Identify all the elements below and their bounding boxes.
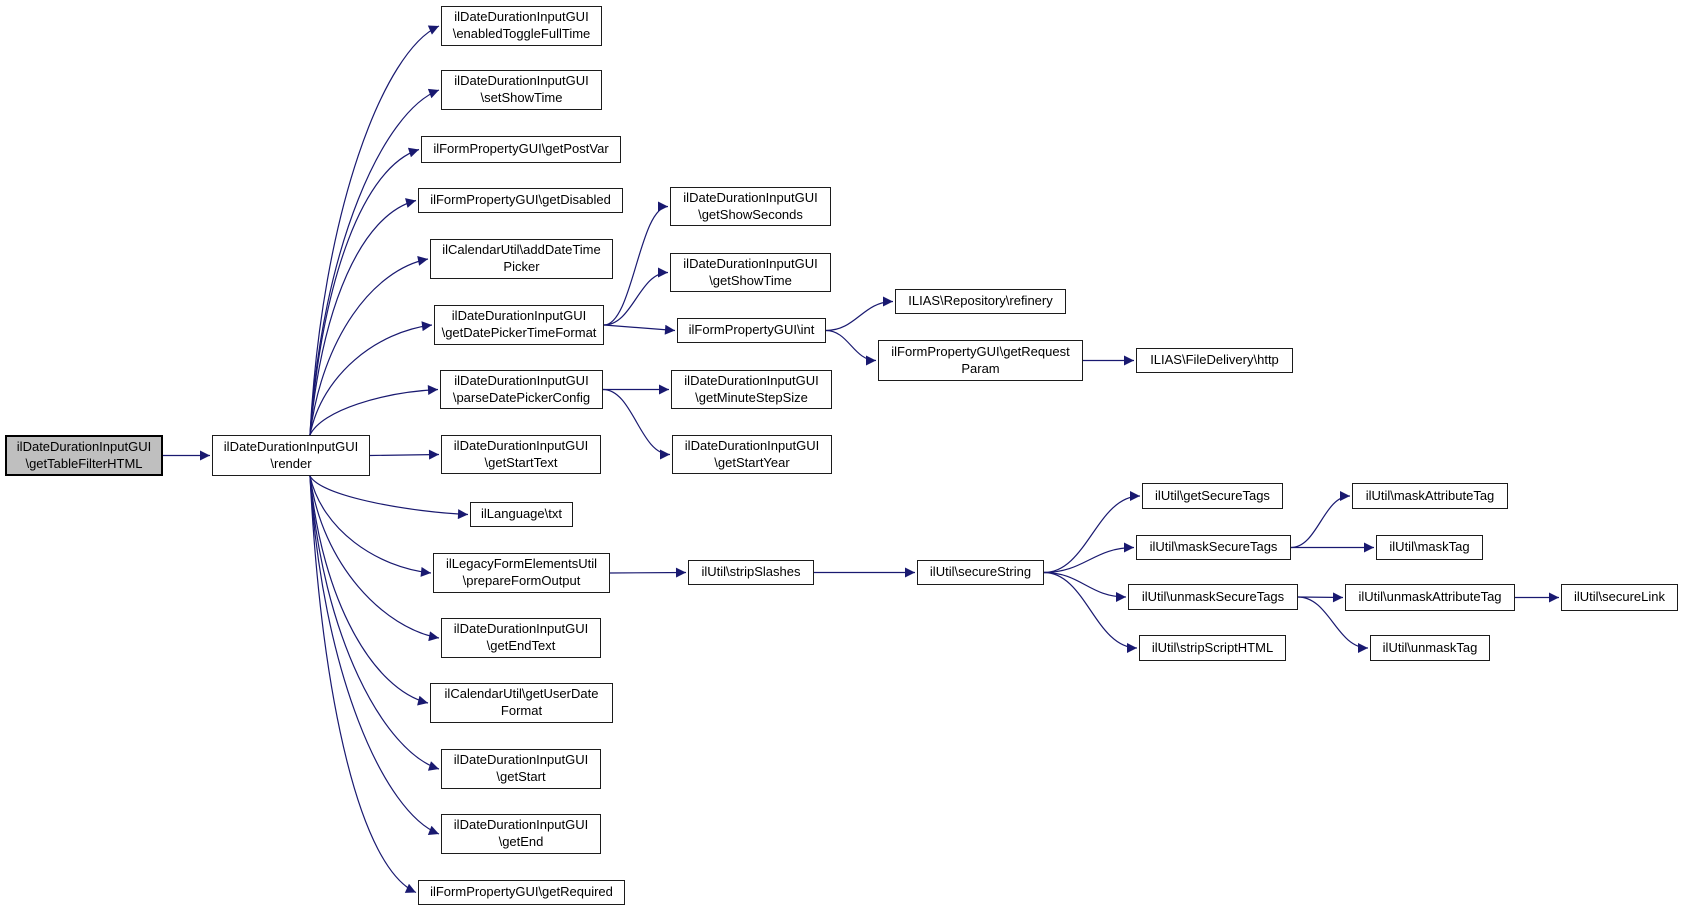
graph-node-getRequired[interactable]: ilFormPropertyGUI\getRequired xyxy=(418,880,625,905)
edge-render-to-getDisabled xyxy=(309,198,417,436)
edge-parseDatePickerConfig-to-getStartYear xyxy=(602,388,671,460)
graph-node-getSecureTags[interactable]: ilUtil\getSecureTags xyxy=(1142,483,1283,509)
edge-secureString-to-stripScriptHTML xyxy=(1043,571,1138,653)
graph-node-getTableFilterHTML: ilDateDurationInputGUI \getTableFilterHT… xyxy=(5,435,163,476)
edge-render-to-prepareFormOutput xyxy=(309,475,432,577)
graph-node-getUserDateFormat[interactable]: ilCalendarUtil\getUserDate Format xyxy=(430,683,613,723)
graph-node-getMinuteStepSize[interactable]: ilDateDurationInputGUI \getMinuteStepSiz… xyxy=(671,370,832,409)
edge-render-to-getEndText xyxy=(309,475,440,642)
graph-node-unmaskSecureTags[interactable]: ilUtil\unmaskSecureTags xyxy=(1128,584,1298,610)
graph-node-getStart[interactable]: ilDateDurationInputGUI \getStart xyxy=(441,749,601,789)
graph-node-getDisabled[interactable]: ilFormPropertyGUI\getDisabled xyxy=(418,188,623,213)
edge-render-to-getRequired xyxy=(309,475,417,894)
graph-node-unmaskTag[interactable]: ilUtil\unmaskTag xyxy=(1370,635,1490,661)
graph-node-getDatePickerTimeFormat[interactable]: ilDateDurationInputGUI \getDatePickerTim… xyxy=(434,305,604,345)
edge-render-to-parseDatePickerConfig xyxy=(309,385,439,436)
edge-render-to-enabledToggleFullTime xyxy=(309,25,440,436)
edge-getDatePickerTimeFormat-to-int xyxy=(603,324,676,335)
edge-unmaskSecureTags-to-unmaskTag xyxy=(1297,596,1369,653)
edge-getDatePickerTimeFormat-to-getShowTime xyxy=(603,267,669,326)
graph-node-http[interactable]: ILIAS\FileDelivery\http xyxy=(1136,348,1293,373)
edge-int-to-getRequestParam xyxy=(825,329,877,366)
graph-node-int[interactable]: ilFormPropertyGUI\int xyxy=(677,318,826,343)
graph-node-maskAttributeTag[interactable]: ilUtil\maskAttributeTag xyxy=(1352,483,1508,509)
edge-render-to-getPostVar xyxy=(309,147,420,436)
edge-unmaskSecureTags-to-unmaskAttributeTag xyxy=(1297,592,1344,603)
edge-secureString-to-unmaskSecureTags xyxy=(1043,571,1127,602)
edge-secureString-to-getSecureTags xyxy=(1043,491,1141,574)
edge-maskSecureTags-to-maskAttributeTag xyxy=(1290,491,1351,549)
edge-secureString-to-maskSecureTags xyxy=(1043,542,1135,574)
edge-render-to-getDatePickerTimeFormat xyxy=(309,321,433,436)
graph-node-enabledToggleFullTime[interactable]: ilDateDurationInputGUI \enabledToggleFul… xyxy=(441,6,602,46)
graph-node-maskSecureTags[interactable]: ilUtil\maskSecureTags xyxy=(1136,535,1291,560)
edge-int-to-refinery xyxy=(825,296,894,332)
edge-render-to-getEnd xyxy=(309,475,440,835)
edge-render-to-addDateTimePicker xyxy=(309,255,429,436)
graph-node-unmaskAttributeTag[interactable]: ilUtil\unmaskAttributeTag xyxy=(1345,584,1515,611)
graph-node-addDateTimePicker[interactable]: ilCalendarUtil\addDateTime Picker xyxy=(430,239,613,279)
graph-node-getStartText[interactable]: ilDateDurationInputGUI \getStartText xyxy=(441,435,601,474)
graph-node-secureString[interactable]: ilUtil\secureString xyxy=(917,560,1044,585)
graph-node-txt[interactable]: ilLanguage\txt xyxy=(470,502,573,527)
edge-prepareFormOutput-to-stripSlashes xyxy=(609,567,687,578)
graph-node-getEndText[interactable]: ilDateDurationInputGUI \getEndText xyxy=(441,618,601,658)
graph-node-getRequestParam[interactable]: ilFormPropertyGUI\getRequest Param xyxy=(878,340,1083,381)
graph-node-maskTag[interactable]: ilUtil\maskTag xyxy=(1376,535,1483,560)
graph-node-setShowTime[interactable]: ilDateDurationInputGUI \setShowTime xyxy=(441,70,602,110)
graph-node-prepareFormOutput[interactable]: ilLegacyFormElementsUtil \prepareFormOut… xyxy=(433,553,610,593)
edge-render-to-setShowTime xyxy=(309,88,440,436)
graph-node-secureLink[interactable]: ilUtil\secureLink xyxy=(1561,584,1678,611)
edge-render-to-getUserDateFormat xyxy=(309,475,429,706)
graph-node-stripSlashes[interactable]: ilUtil\stripSlashes xyxy=(688,560,814,585)
graph-node-refinery[interactable]: ILIAS\Repository\refinery xyxy=(895,289,1066,314)
edge-render-to-txt xyxy=(309,475,469,520)
edge-render-to-getStart xyxy=(309,475,440,771)
graph-node-parseDatePickerConfig[interactable]: ilDateDurationInputGUI \parseDatePickerC… xyxy=(440,370,603,409)
graph-node-getShowTime[interactable]: ilDateDurationInputGUI \getShowTime xyxy=(670,253,831,292)
graph-node-getStartYear[interactable]: ilDateDurationInputGUI \getStartYear xyxy=(672,435,832,474)
graph-node-getPostVar[interactable]: ilFormPropertyGUI\getPostVar xyxy=(421,136,621,163)
edge-render-to-getStartText xyxy=(369,449,440,460)
graph-node-render[interactable]: ilDateDurationInputGUI \render xyxy=(212,435,370,476)
graph-node-getEnd[interactable]: ilDateDurationInputGUI \getEnd xyxy=(441,814,601,854)
graph-node-getShowSeconds[interactable]: ilDateDurationInputGUI \getShowSeconds xyxy=(670,187,831,226)
graph-node-stripScriptHTML[interactable]: ilUtil\stripScriptHTML xyxy=(1139,635,1286,661)
edge-getDatePickerTimeFormat-to-getShowSeconds xyxy=(603,201,669,326)
